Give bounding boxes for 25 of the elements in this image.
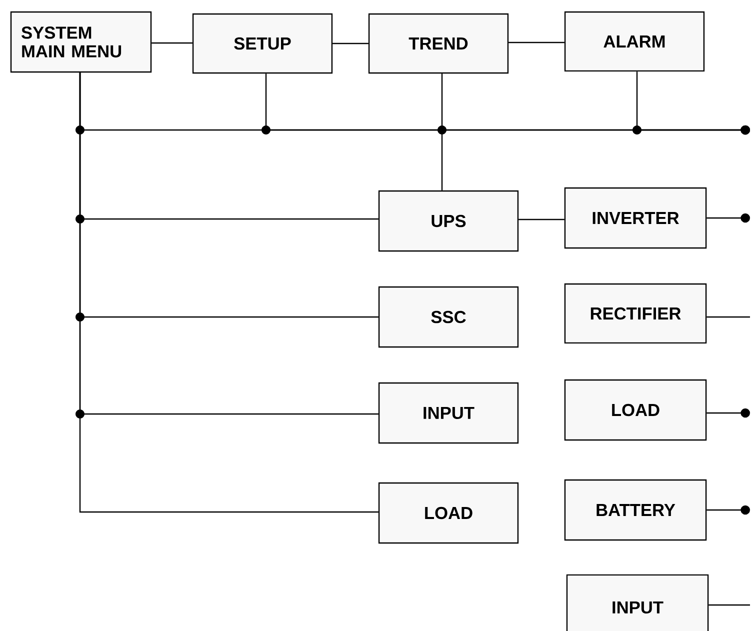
- menu-box: LOAD: [378, 482, 519, 544]
- connector-line: [708, 604, 750, 606]
- menu-box: RECTIFIER: [564, 283, 707, 344]
- connector-line: [706, 505, 750, 515]
- connector-line: [152, 42, 192, 44]
- menu-box: BATTERY: [564, 479, 707, 541]
- menu-box: TREND: [368, 13, 509, 74]
- connector-line: [332, 42, 368, 44]
- menu-box: SETUP: [192, 13, 333, 74]
- connector-line: [441, 74, 443, 190]
- menu-box: LOAD: [564, 379, 707, 441]
- connector-line: [706, 316, 750, 318]
- connector-line: [79, 72, 378, 513]
- connector-line: [508, 42, 564, 44]
- menu-box: INPUT: [566, 574, 709, 631]
- menu-box: ALARM: [564, 11, 705, 72]
- connector-line: [518, 218, 564, 220]
- connector-line: [706, 408, 750, 418]
- menu-box: UPS: [378, 190, 519, 252]
- menu-box: SSC: [378, 286, 519, 348]
- connector-line: [706, 213, 750, 223]
- connector-line: [636, 72, 750, 135]
- menu-box: INVERTER: [564, 187, 707, 249]
- menu-box: INPUT: [378, 382, 519, 444]
- menu-box: SYSTEM MAIN MENU: [10, 11, 152, 73]
